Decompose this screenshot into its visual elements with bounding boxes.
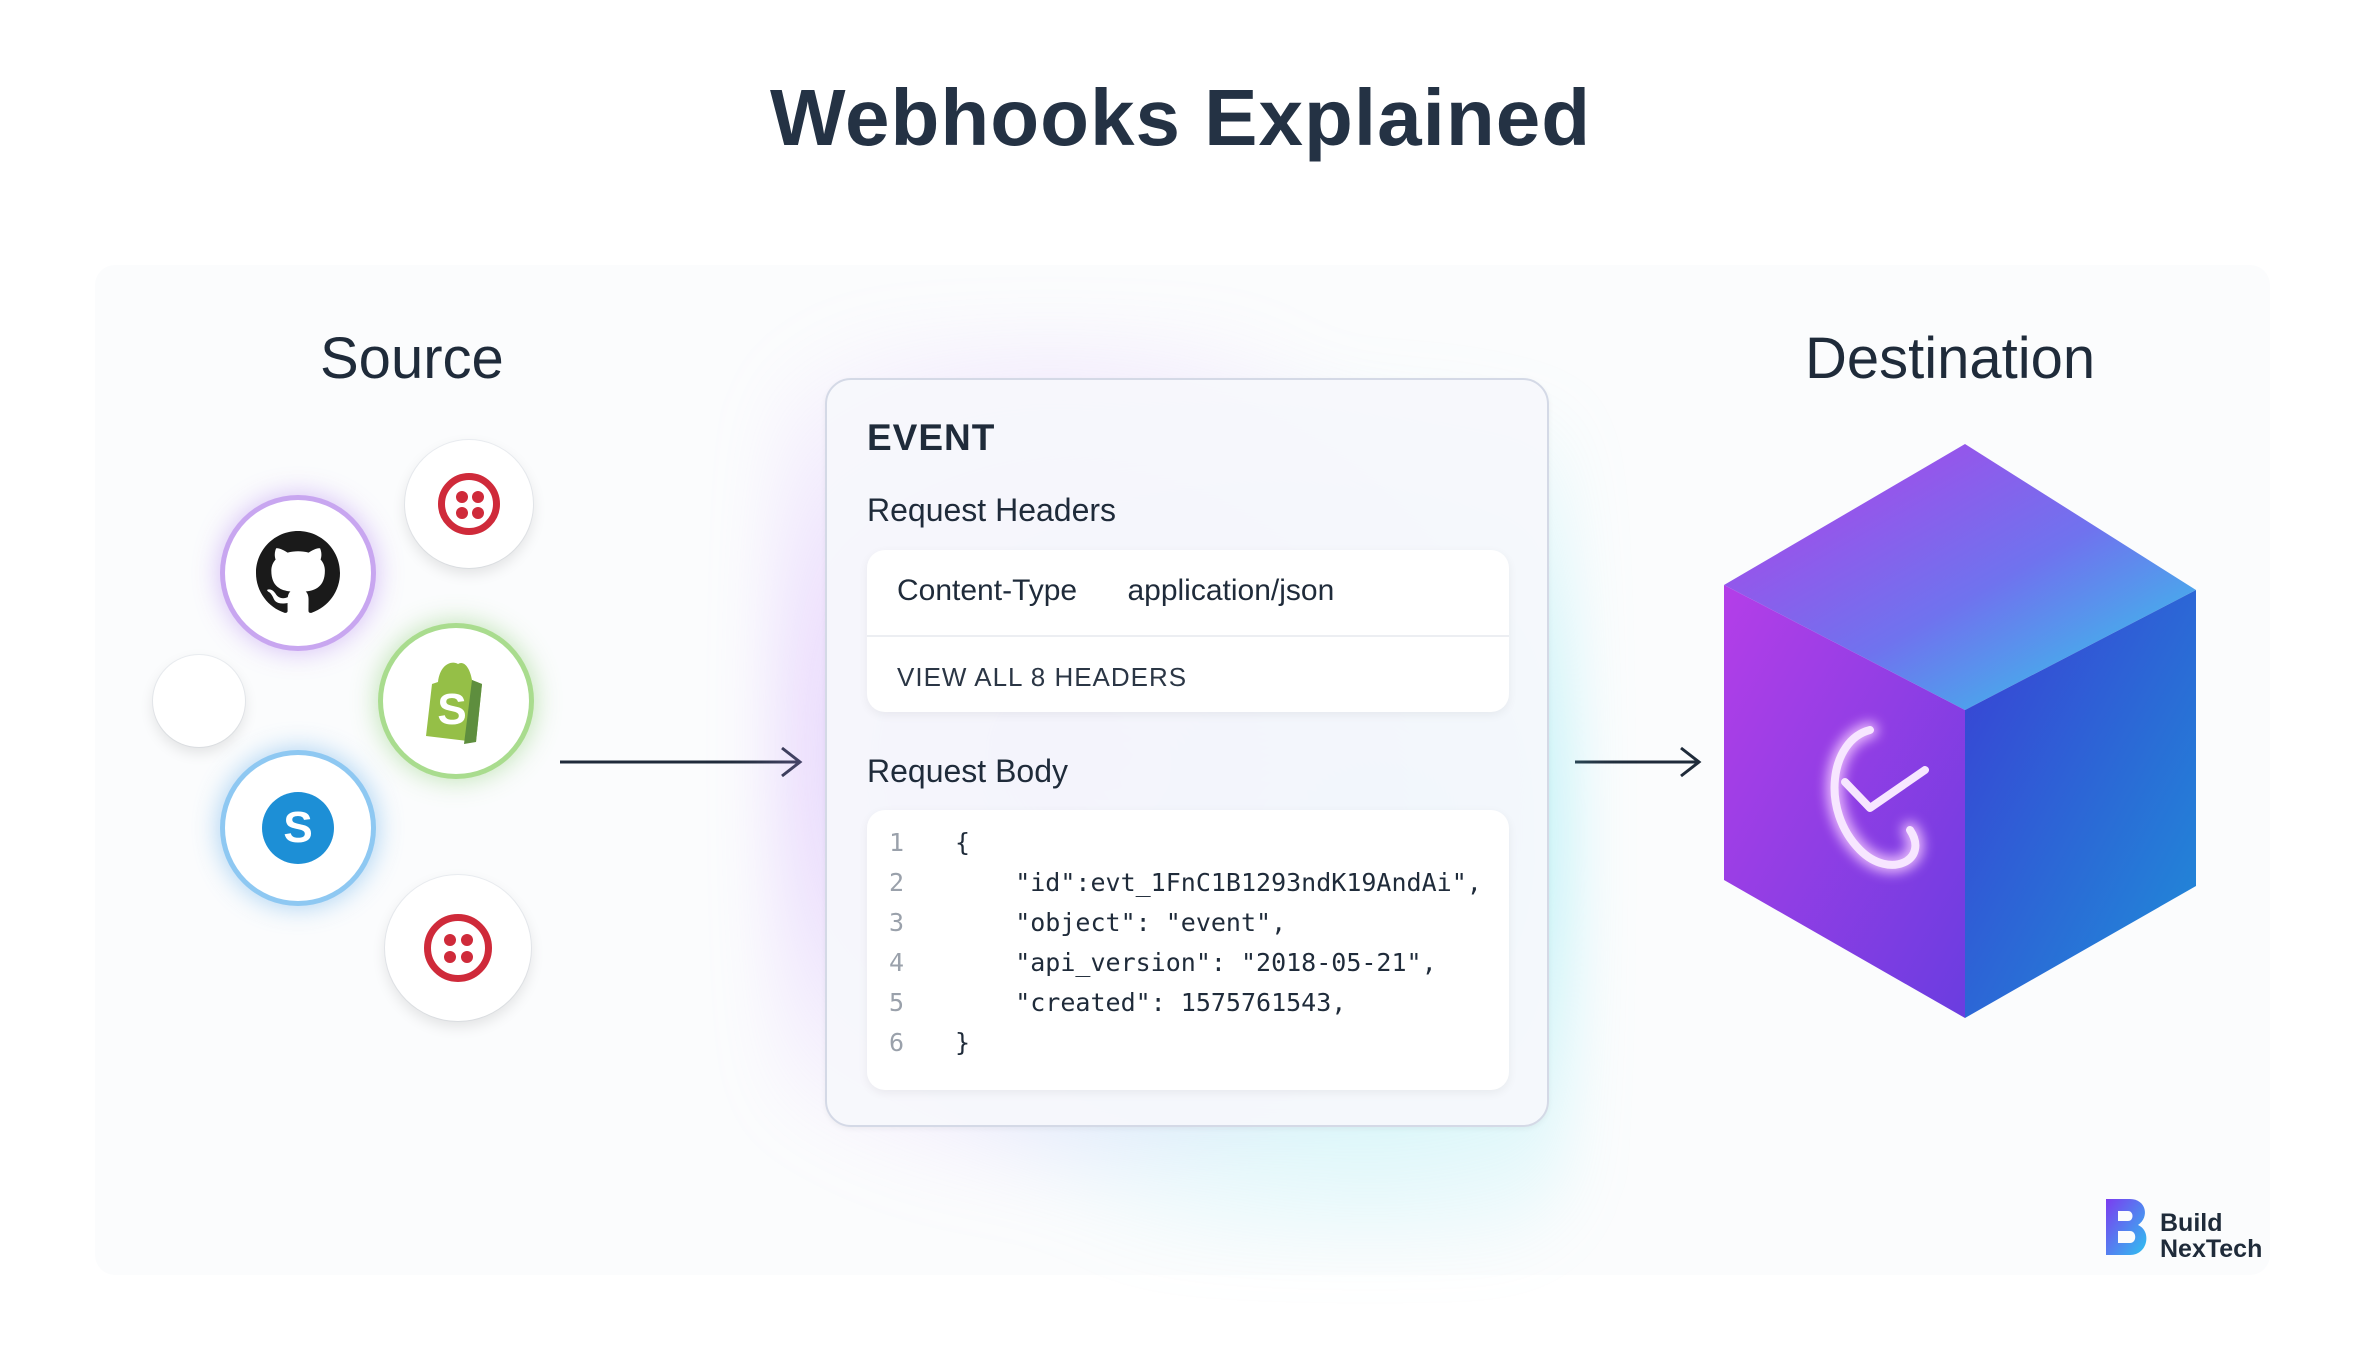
stripe-icon: S [225,755,371,901]
request-headers-box: Content-Type application/json VIEW ALL 8… [867,550,1509,712]
divider [867,635,1509,637]
stripe-letter: S [262,792,334,864]
brand-line2: NexTech [2160,1235,2263,1263]
check-cube-icon [1724,444,2196,1018]
request-headers-label: Request Headers [867,492,1117,528]
request-body-box: 1{ 2 "id":evt_1FnC1B1293ndK19AndAi", 3 "… [867,810,1509,1090]
twilio-icon [385,875,531,1021]
twilio-icon [405,440,533,568]
event-card: EVENT Request Headers Content-Type appli… [825,378,1549,1127]
header-key: Content-Type [897,574,1078,607]
github-icon [225,500,371,646]
page-title: Webhooks Explained [769,73,1592,162]
shopify-icon: S [383,628,529,774]
header-row: Content-Type application/json [897,574,1334,608]
blank-icon [153,655,245,747]
source-label: Source [320,326,504,391]
header-value: application/json [1127,574,1335,607]
brand-name: Build NexTech [2160,1210,2262,1262]
svg-text:S: S [437,685,466,734]
buildnextech-logo-icon [2106,1199,2147,1255]
event-title: EVENT [867,417,996,458]
arrow-right-icon [1575,746,1702,778]
brand-line1: Build [2160,1209,2223,1237]
request-body-label: Request Body [867,753,1069,789]
view-all-headers-link[interactable]: VIEW ALL 8 HEADERS [897,662,1188,692]
destination-label: Destination [1805,326,2096,391]
